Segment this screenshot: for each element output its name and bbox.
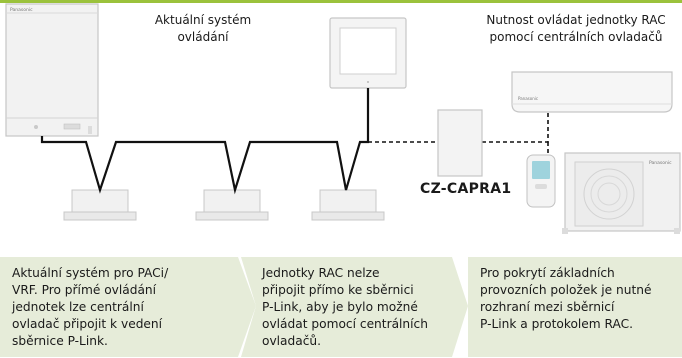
adapter-model-label: CZ-CAPRA1 — [420, 181, 512, 197]
info-panels-background — [0, 257, 682, 357]
indoor-rac-brand: Panasonic — [518, 96, 538, 101]
indoor-cassette-unit-2 — [195, 189, 269, 221]
outdoor-unit-brand: Panasonic — [10, 7, 33, 13]
rac-outdoor-brand: Panasonic — [649, 160, 672, 166]
indoor-cassette-unit-3 — [311, 189, 385, 221]
caption-current-system: Aktuální systém ovládání — [154, 13, 252, 44]
caption-need-central-control: Nutnost ovládat jednotky RAC pomocí cent… — [486, 13, 666, 44]
cz-capra1-adapter — [437, 109, 483, 177]
indoor-cassette-unit-1 — [63, 189, 137, 221]
rac-indoor-wall-unit: Panasonic — [511, 71, 673, 113]
info-panel-1-text: Aktuální systém pro PACi/ VRF. Pro přímé… — [12, 266, 169, 348]
accent-top-line — [0, 0, 682, 3]
remote-controller — [526, 154, 556, 208]
info-panel-3-text: Pro pokrytí základních provozních polože… — [480, 266, 652, 331]
vrf-outdoor-unit: Panasonic — [5, 3, 99, 137]
rac-outdoor-unit: Panasonic — [562, 152, 681, 234]
central-controller — [329, 17, 407, 89]
p-link-bus-wiring — [40, 88, 370, 195]
info-panel-2-text: Jednotky RAC nelze připojit přímo ke sbě… — [262, 266, 428, 348]
